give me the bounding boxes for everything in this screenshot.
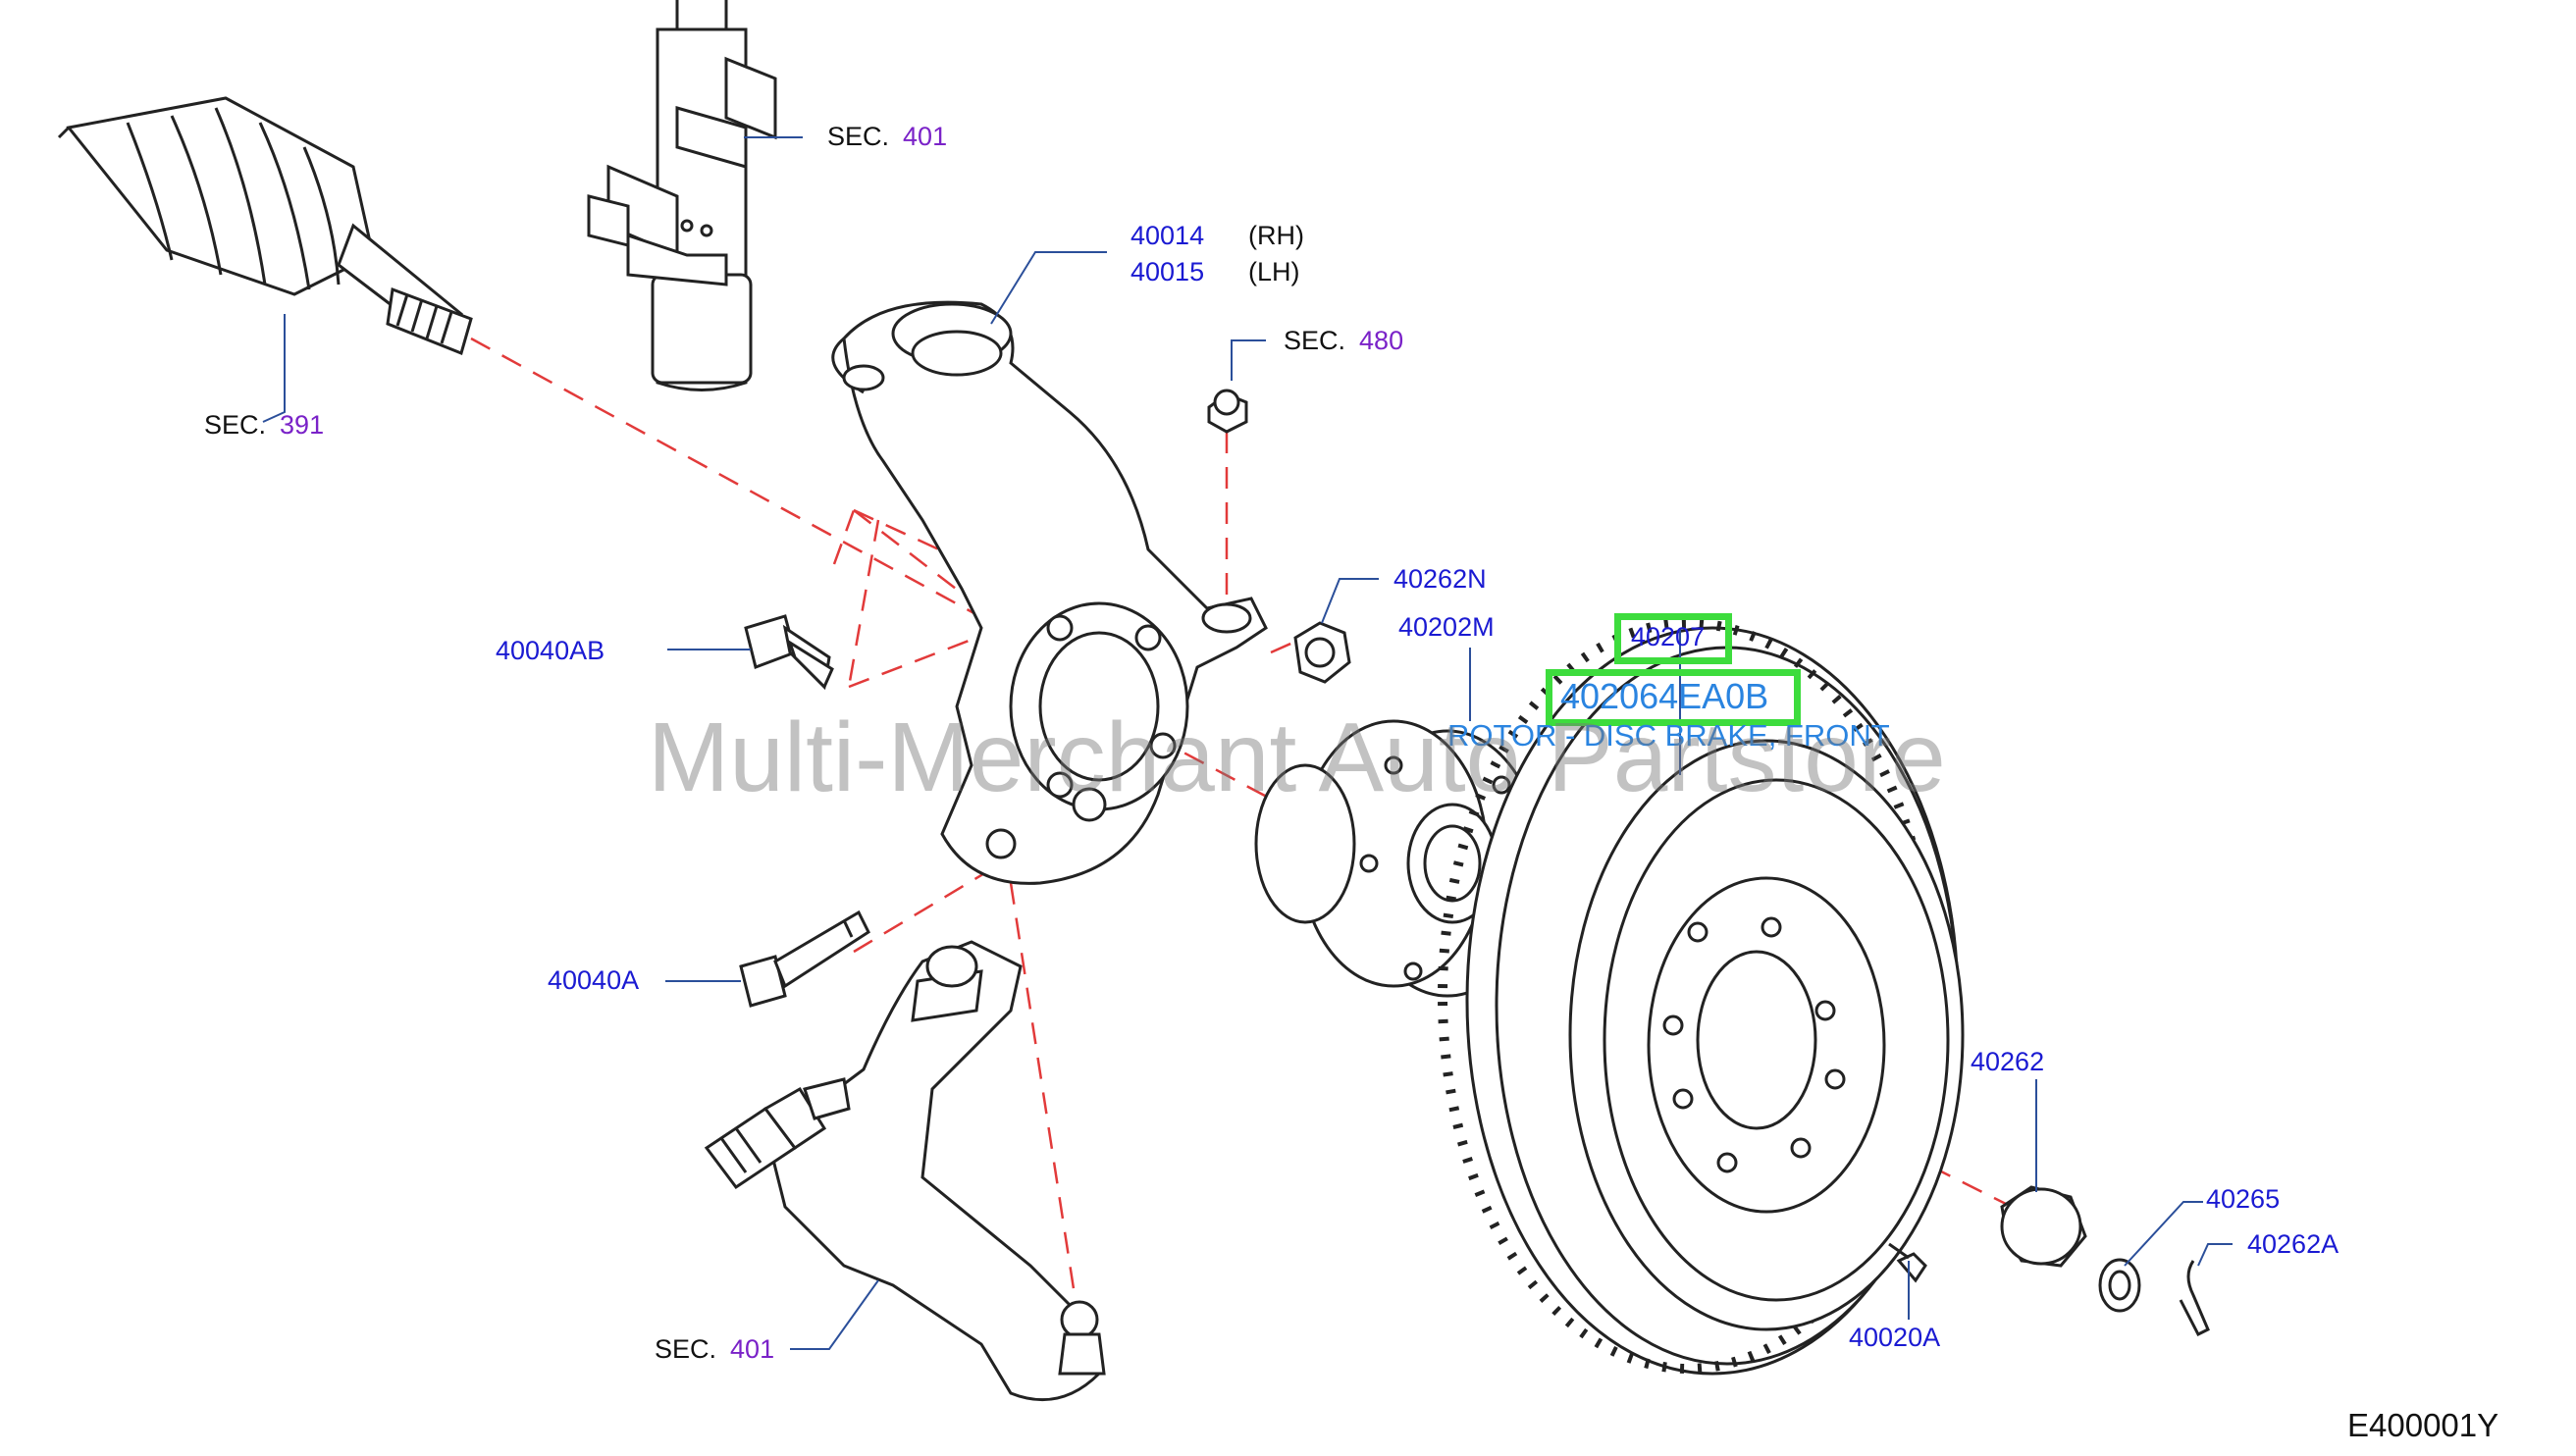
bolt-40040A [739,910,870,1008]
hub-nut-40262 [2000,1185,2087,1268]
label-40262N[interactable]: 40262N [1393,564,1487,594]
nut-sec-480 [1207,389,1248,434]
nut-retainer-40265 [2098,1258,2141,1313]
part-description: ROTOR - DISC BRAKE, FRONT [1447,718,1890,753]
bolt-40040AB [744,614,834,691]
label-40020A[interactable]: 40020A [1849,1323,1941,1352]
leader-lines [262,136,2233,1350]
label-sec-391[interactable]: SEC.391 [204,410,325,440]
steering-knuckle [831,300,1268,885]
label-40202M[interactable]: 40202M [1398,612,1495,642]
label-40040AB[interactable]: 40040AB [496,636,605,665]
label-sec-401-top[interactable]: SEC.401 [827,122,948,151]
diagram-code: E400001Y [2347,1407,2499,1443]
wheel-hub [1254,719,1543,998]
label-40040A[interactable]: 40040A [548,965,640,995]
label-40265[interactable]: 40265 [2206,1184,2281,1214]
bolt-40020A [1888,1242,1927,1283]
label-40207[interactable]: 40207 [1631,622,1706,651]
cotter-pin-40262A [2179,1260,2210,1337]
label-rh: (RH) [1248,221,1304,250]
drive-shaft [57,96,473,356]
label-part-number[interactable]: 402064EA0B [1560,676,1769,716]
label-sec-480[interactable]: SEC.480 [1284,326,1404,355]
label-40015[interactable]: 40015 [1130,257,1205,286]
label-lh: (LH) [1248,257,1300,286]
watermark: Multi-Merchant Auto Partstore [648,702,1946,812]
label-40014[interactable]: 40014 [1130,221,1205,250]
label-40262A[interactable]: 40262A [2247,1229,2339,1259]
brake-rotor [1438,618,1965,1376]
label-40262[interactable]: 40262 [1971,1047,2045,1076]
lower-control-arm [704,940,1106,1402]
highlight-box-part-number [1546,669,1801,726]
label-sec-401-bottom[interactable]: SEC.401 [655,1334,775,1364]
nut-40262N [1293,621,1351,684]
strut-assembly [587,0,777,391]
highlight-box-ref [1614,613,1732,664]
